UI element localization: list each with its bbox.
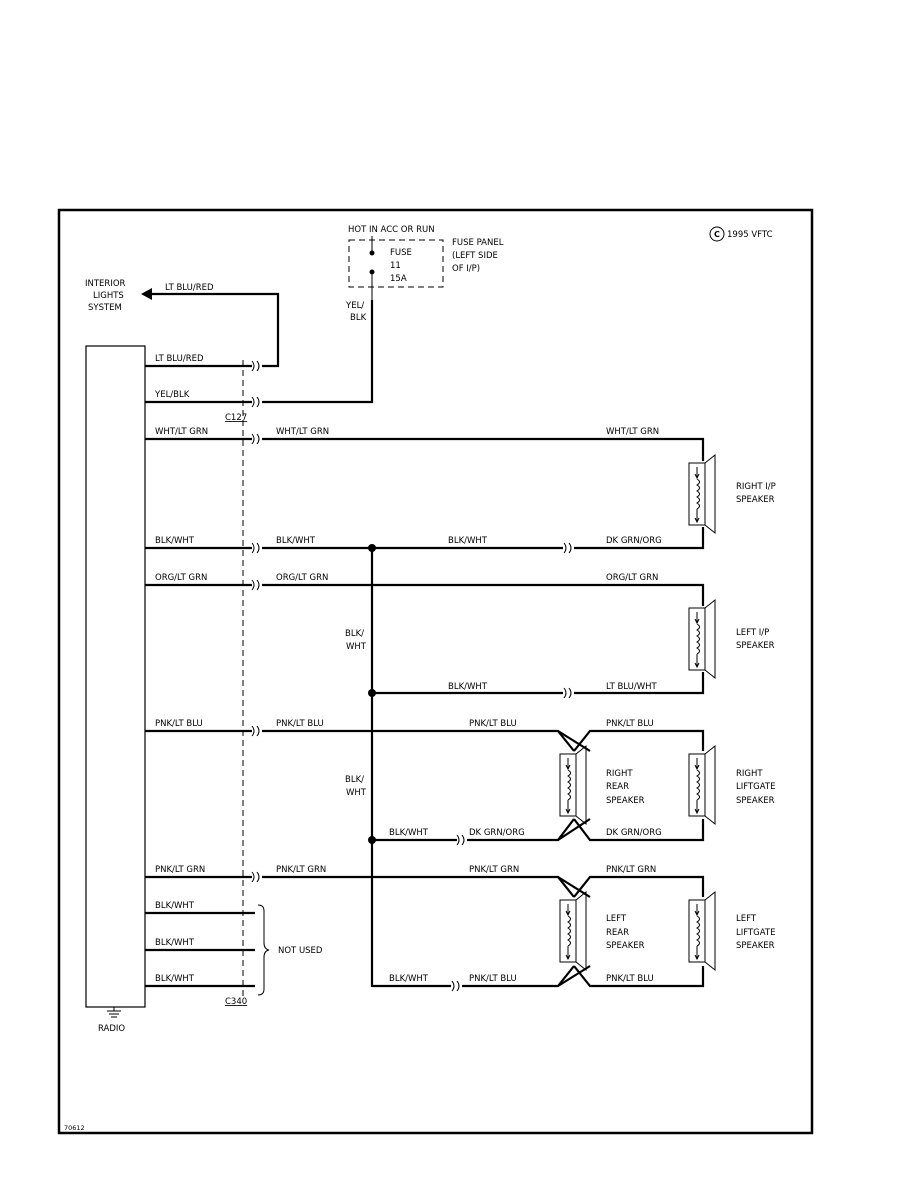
svg-text:SPEAKER: SPEAKER <box>736 641 775 651</box>
wire-label-lt-blu-red: LT BLU/RED <box>155 354 204 364</box>
fuse-panel: HOT IN ACC OR RUN FUSE 11 15A FUSE PANEL… <box>348 225 504 300</box>
diagram-frame <box>57 208 814 1135</box>
speaker-left-liftgate: LEFT LIFTGATE SPEAKER <box>688 891 775 971</box>
fuse-rating: 15A <box>390 274 407 284</box>
svg-text:LEFT: LEFT <box>606 914 627 924</box>
svg-text:REAR: REAR <box>606 928 629 938</box>
copyright-mark: C 1995 VFTC <box>709 226 773 242</box>
wire-label-pnk-ltgrn-3: PNK/LT GRN <box>469 865 519 875</box>
copyright-text: 1995 VFTC <box>727 230 773 240</box>
crossover-wires <box>557 730 591 987</box>
svg-text:RIGHT: RIGHT <box>606 769 633 779</box>
wire-label-wht-ltgrn-2: WHT/LT GRN <box>276 427 329 437</box>
wire-label-blk-wht-6: BLK/WHT <box>389 974 429 984</box>
interior-lights-system: INTERIOR LIGHTS SYSTEM LT BLU/RED <box>85 279 214 313</box>
fuse-panel-line2: (LEFT SIDE <box>452 251 498 261</box>
svg-text:SPEAKER: SPEAKER <box>736 495 775 505</box>
wire-label-yel-blk: YEL/BLK <box>154 390 190 400</box>
fuse-panel-line3: OF I/P) <box>452 264 480 274</box>
wire-label-yel-blk-v2: BLK <box>350 313 367 323</box>
wire-label-lt-blu-wht: LT BLU/WHT <box>606 682 657 692</box>
svg-text:SPEAKER: SPEAKER <box>606 941 645 951</box>
speaker-right-rear: RIGHT REAR SPEAKER <box>559 745 645 825</box>
wire-label-blk-wht-3: BLK/WHT <box>448 536 488 546</box>
wire-label-blk-wht-v1b: WHT <box>346 642 367 652</box>
copyright-symbol: C <box>714 230 720 239</box>
wire-label-pnk-ltblu-5: PNK/LT BLU <box>469 974 517 984</box>
wire-label-lt-blu-red-top: LT BLU/RED <box>165 283 214 293</box>
wire-label-dk-grn-org-2: DK GRN/ORG <box>469 828 525 838</box>
svg-text:RIGHT I/P: RIGHT I/P <box>736 482 776 492</box>
speaker-right-ip: RIGHT I/P SPEAKER <box>688 454 776 534</box>
interior-line2: LIGHTS <box>93 291 124 301</box>
wire-label-org-ltgrn-3: ORG/LT GRN <box>606 573 658 583</box>
wire-label-wht-ltgrn-3: WHT/LT GRN <box>606 427 659 437</box>
wire-group: LT BLU/RED YEL/BLK YEL/ BLK WHT/LT GRN W… <box>145 300 705 996</box>
wire-label-blk-wht-nu2: BLK/WHT <box>155 938 195 948</box>
wire-label-blk-wht-v1a: BLK/ <box>345 629 364 639</box>
wire-label-pnk-ltblu-4: PNK/LT BLU <box>606 719 654 729</box>
interior-line3: SYSTEM <box>88 303 122 313</box>
wire-label-pnk-ltgrn-4: PNK/LT GRN <box>606 865 656 875</box>
svg-text:REAR: REAR <box>606 782 629 792</box>
speaker-left-ip: LEFT I/P SPEAKER <box>688 599 775 679</box>
arrow-icon <box>141 288 152 300</box>
wire-label-pnk-ltgrn-1: PNK/LT GRN <box>155 865 205 875</box>
svg-text:LIFTGATE: LIFTGATE <box>736 928 775 938</box>
svg-text:SPEAKER: SPEAKER <box>736 796 775 806</box>
wire-label-blk-wht-2: BLK/WHT <box>276 536 316 546</box>
wire-label-blk-wht-nu3: BLK/WHT <box>155 974 195 984</box>
interior-line1: INTERIOR <box>85 279 126 289</box>
wire-label-blk-wht-5: BLK/WHT <box>389 828 429 838</box>
wire-label-yel-blk-v1: YEL/ <box>345 301 364 311</box>
not-used-label: NOT USED <box>278 946 323 956</box>
wire-label-pnk-ltblu-1: PNK/LT BLU <box>155 719 203 729</box>
wire-label-pnk-ltblu-6: PNK/LT BLU <box>606 974 654 984</box>
figure-id: 70612 <box>64 1124 85 1132</box>
radio-label: RADIO <box>98 1024 125 1034</box>
wire-label-blk-wht-nu1: BLK/WHT <box>155 901 195 911</box>
speaker-right-liftgate: RIGHT LIFTGATE SPEAKER <box>688 745 775 825</box>
fuse-panel-line1: FUSE PANEL <box>452 238 504 248</box>
fuse-label: FUSE <box>390 248 412 258</box>
fuse-hot-label: HOT IN ACC OR RUN <box>348 225 435 235</box>
svg-text:RIGHT: RIGHT <box>736 769 763 779</box>
svg-text:LEFT: LEFT <box>736 914 757 924</box>
fuse-number: 11 <box>390 261 401 271</box>
speaker-left-rear: LEFT REAR SPEAKER <box>559 891 645 971</box>
wire-label-pnk-ltgrn-2: PNK/LT GRN <box>276 865 326 875</box>
svg-text:SPEAKER: SPEAKER <box>606 796 645 806</box>
connector-c127: C127 <box>225 413 247 423</box>
not-used-brace <box>257 904 270 996</box>
wire-label-pnk-ltblu-2: PNK/LT BLU <box>276 719 324 729</box>
svg-text:LIFTGATE: LIFTGATE <box>736 782 775 792</box>
wire-label-org-ltgrn-1: ORG/LT GRN <box>155 573 207 583</box>
ground-icon <box>107 1007 121 1018</box>
wire-label-wht-ltgrn-1: WHT/LT GRN <box>155 427 208 437</box>
wire-label-dk-grn-org-3: DK GRN/ORG <box>606 828 662 838</box>
wire-label-org-ltgrn-2: ORG/LT GRN <box>276 573 328 583</box>
wire-label-pnk-ltblu-3: PNK/LT BLU <box>469 719 517 729</box>
svg-text:LEFT I/P: LEFT I/P <box>736 628 769 638</box>
wire-label-blk-wht-v2a: BLK/ <box>345 775 364 785</box>
wire-label-blk-wht-v2b: WHT <box>346 788 367 798</box>
wire-label-blk-wht-1: BLK/WHT <box>155 536 195 546</box>
wire-label-dk-grn-org-1: DK GRN/ORG <box>606 536 662 546</box>
wire-lt-blu-red-loop <box>152 292 280 368</box>
wire-label-blk-wht-4: BLK/WHT <box>448 682 488 692</box>
connector-c340: C340 <box>225 997 247 1007</box>
svg-text:SPEAKER: SPEAKER <box>736 941 775 951</box>
radio-unit <box>85 345 146 1008</box>
